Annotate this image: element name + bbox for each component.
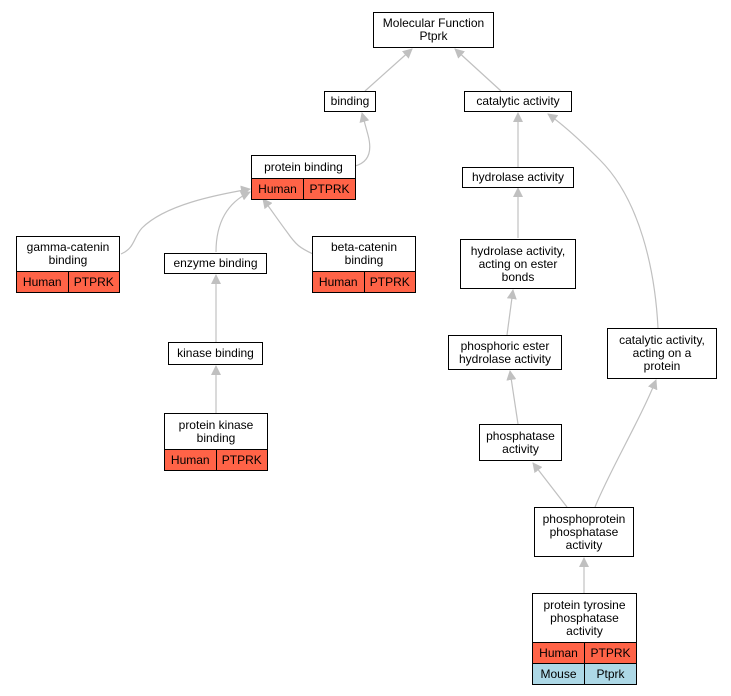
node-label: phosphoprotein phosphatase activity — [542, 511, 626, 552]
node-kinase-binding[interactable]: kinase binding — [168, 342, 263, 365]
gene-cell: PTPRK — [215, 450, 268, 470]
node-gamma-catenin-binding[interactable]: gamma-catenin binding Human PTPRK — [16, 236, 120, 293]
node-label: catalytic activity, acting on a protein — [619, 333, 705, 373]
node-label: protein binding — [264, 159, 343, 174]
node-label: hydrolase activity — [471, 170, 565, 184]
edge-catalytic-to-root — [454, 48, 502, 92]
edge-binding-to-root — [364, 48, 413, 92]
edge-gamma-catenin-to-protein-binding — [120, 185, 251, 255]
node-label: gamma-catenin binding — [26, 240, 110, 267]
node-protein-kinase-binding[interactable]: protein kinase binding Human PTPRK — [164, 413, 268, 471]
gene-cell: PTPRK — [584, 643, 636, 663]
node-binding[interactable]: binding — [324, 91, 376, 112]
node-phosphoprotein-phosphatase[interactable]: phosphoprotein phosphatase activity — [534, 507, 634, 557]
node-label: phosphatase activity — [486, 428, 555, 456]
node-hydrolase-activity[interactable]: hydrolase activity — [462, 167, 574, 188]
edge-enzyme-to-protein-binding — [215, 191, 251, 253]
species-cell: Human — [22, 275, 62, 289]
gene-cell: Ptprk — [584, 664, 636, 684]
edge-phosphoprotein-to-phosphatase — [532, 462, 568, 508]
species-cell: Human — [318, 275, 358, 289]
edge-phosphoric-to-hydrolase-ester — [506, 289, 517, 336]
species-cell: Human — [170, 453, 210, 467]
edge-beta-catenin-to-protein-binding — [262, 198, 314, 255]
node-label: enzyme binding — [173, 256, 258, 270]
species-cell: Human — [539, 646, 578, 660]
edge-phosphatase-to-phosphoric — [506, 370, 519, 425]
edge-catalytic-protein-to-catalytic — [547, 113, 659, 329]
node-label: hydrolase activity, acting on ester bond… — [470, 243, 566, 284]
edge-protein-binding-to-binding — [354, 112, 371, 167]
node-enzyme-binding[interactable]: enzyme binding — [164, 253, 267, 274]
species-cell: Human — [258, 182, 297, 196]
node-molecular-function-root[interactable]: Molecular Function Ptprk — [373, 12, 494, 48]
node-protein-binding[interactable]: protein binding Human PTPRK — [251, 155, 356, 200]
species-row-human: Human PTPRK — [313, 271, 415, 292]
species-row-mouse: Mouse Ptprk — [533, 663, 636, 684]
node-label: kinase binding — [177, 346, 254, 360]
species-row-human: Human PTPRK — [165, 449, 267, 470]
node-catalytic-activity-on-protein[interactable]: catalytic activity, acting on a protein — [607, 328, 717, 379]
species-cell: Mouse — [540, 667, 577, 681]
species-row-human: Human PTPRK — [533, 642, 636, 663]
gene-cell: PTPRK — [67, 272, 120, 292]
node-protein-tyrosine-phosphatase[interactable]: protein tyrosine phosphatase activity Hu… — [532, 593, 637, 685]
node-label: binding — [330, 94, 370, 108]
node-label: phosphoric ester hydrolase activity — [458, 338, 552, 366]
gene-cell: PTPRK — [363, 272, 416, 292]
edge-phosphoprotein-to-catalytic-protein — [594, 379, 658, 508]
node-label: protein tyrosine phosphatase activity — [543, 597, 626, 638]
node-label: protein kinase binding — [178, 417, 254, 445]
species-row-human: Human PTPRK — [17, 271, 119, 292]
node-label: Molecular Function Ptprk — [382, 16, 485, 43]
gene-cell: PTPRK — [303, 179, 355, 199]
node-hydrolase-activity-ester-bonds[interactable]: hydrolase activity, acting on ester bond… — [460, 239, 576, 289]
node-beta-catenin-binding[interactable]: beta-catenin binding Human PTPRK — [312, 236, 416, 293]
node-label: catalytic activity — [476, 94, 560, 108]
node-catalytic-activity[interactable]: catalytic activity — [464, 91, 572, 112]
species-row-human: Human PTPRK — [252, 178, 355, 199]
node-label: beta-catenin binding — [330, 240, 398, 267]
node-phosphatase-activity[interactable]: phosphatase activity — [479, 424, 562, 461]
node-phosphoric-ester-hydrolase[interactable]: phosphoric ester hydrolase activity — [448, 335, 562, 370]
